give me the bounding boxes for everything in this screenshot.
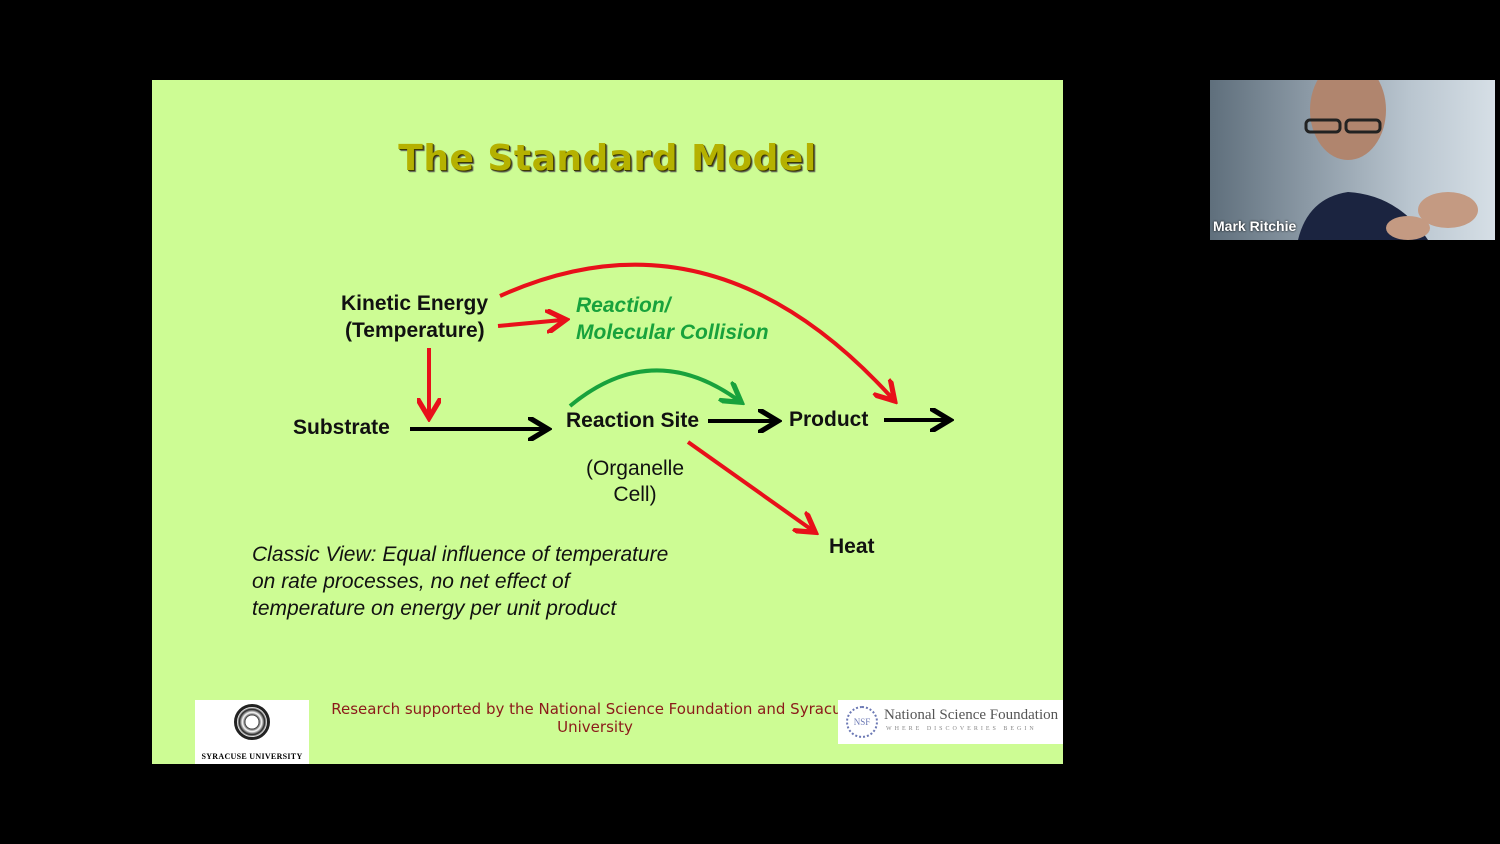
slide-title: The Standard Model bbox=[398, 138, 817, 179]
substrate-label: Substrate bbox=[293, 416, 390, 439]
participant-name: Mark Ritchie bbox=[1213, 218, 1297, 234]
diagram-arrows bbox=[410, 262, 1063, 764]
classic-view-line: Classic View: Equal influence of tempera… bbox=[252, 543, 669, 566]
cell-label: Cell) bbox=[613, 483, 657, 506]
footer-line: University bbox=[557, 718, 633, 736]
nsf-tagline: WHERE DISCOVERIES BEGIN bbox=[886, 726, 1037, 732]
kinetic-energy-label: Kinetic Energy bbox=[341, 292, 489, 315]
classic-view-line: on rate processes, no net effect of bbox=[252, 570, 570, 593]
reaction-site-label: Reaction Site bbox=[566, 409, 700, 432]
nsf-emblem-icon: NSF bbox=[846, 706, 878, 738]
arrow-energy-to-collision bbox=[497, 320, 562, 326]
footer-line: Research supported by the National Scien… bbox=[331, 700, 859, 718]
temperature-label: (Temperature) bbox=[345, 319, 485, 342]
arrow-collision-curve bbox=[568, 368, 738, 408]
heat-label: Heat bbox=[829, 535, 875, 558]
classic-view-line: temperature on energy per unit product bbox=[252, 597, 617, 620]
syracuse-university-logo: SYRACUSE UNIVERSITY bbox=[195, 700, 309, 764]
participant-video-feed bbox=[1298, 80, 1478, 240]
arrow-site-to-heat bbox=[686, 440, 812, 530]
nsf-name: National Science Foundation bbox=[884, 707, 1059, 723]
reaction-label: Reaction/ bbox=[576, 294, 671, 317]
seal-icon bbox=[234, 704, 270, 740]
classic-view-text: Classic View: Equal influence of tempera… bbox=[252, 541, 668, 622]
presentation-slide: The Standard Model Kinetic Energy (Tempe… bbox=[152, 80, 1063, 764]
participant-video-tile[interactable] bbox=[1210, 80, 1495, 240]
organelle-label: (Organelle bbox=[585, 457, 685, 480]
syracuse-logo-text: SYRACUSE UNIVERSITY bbox=[201, 752, 303, 761]
nsf-logo: NSF National Science Foundation WHERE DI… bbox=[838, 700, 1063, 744]
molecular-collision-label: Molecular Collision bbox=[576, 321, 769, 344]
footer-credit: Research supported by the National Scien… bbox=[312, 700, 878, 736]
product-label: Product bbox=[789, 408, 869, 431]
arrow-energy-to-product bbox=[499, 262, 892, 398]
